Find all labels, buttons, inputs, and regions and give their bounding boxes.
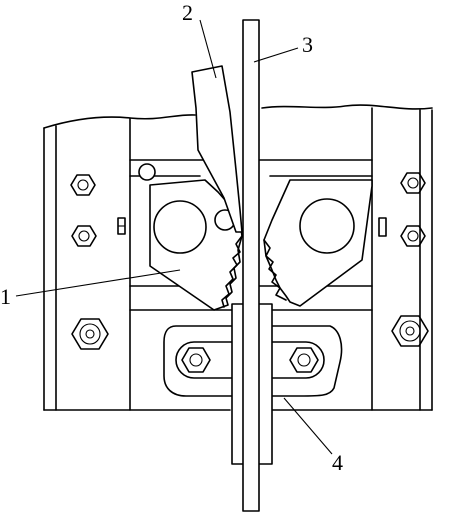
hex-nut-icon	[70, 174, 96, 196]
bracket-bolt-icon	[181, 347, 211, 373]
label-part-4: 4	[332, 450, 343, 475]
hex-nut-icon	[400, 172, 426, 194]
leader-lines	[15, 19, 333, 455]
jaw-pivot-hole	[299, 198, 355, 254]
housing-frame	[43, 104, 433, 411]
large-nut-icon	[71, 318, 109, 350]
large-nut-icon	[391, 315, 429, 347]
small-roller-icon	[138, 163, 156, 181]
break-line	[43, 104, 433, 129]
left-wedge-jaw	[138, 163, 243, 311]
hex-nut-icon	[71, 225, 97, 247]
label-part-2: 2	[182, 0, 193, 25]
bracket-bolt-icon	[289, 347, 319, 373]
right-wedge-jaw	[263, 179, 373, 307]
wedge-bar	[191, 65, 243, 233]
guide-rail	[242, 19, 260, 512]
jaw-pivot-hole	[153, 200, 207, 254]
label-part-1: 1	[0, 284, 11, 309]
slots	[117, 217, 387, 237]
frame-bolts	[70, 172, 429, 350]
hex-nut-icon	[400, 225, 426, 247]
label-part-3: 3	[302, 32, 313, 57]
